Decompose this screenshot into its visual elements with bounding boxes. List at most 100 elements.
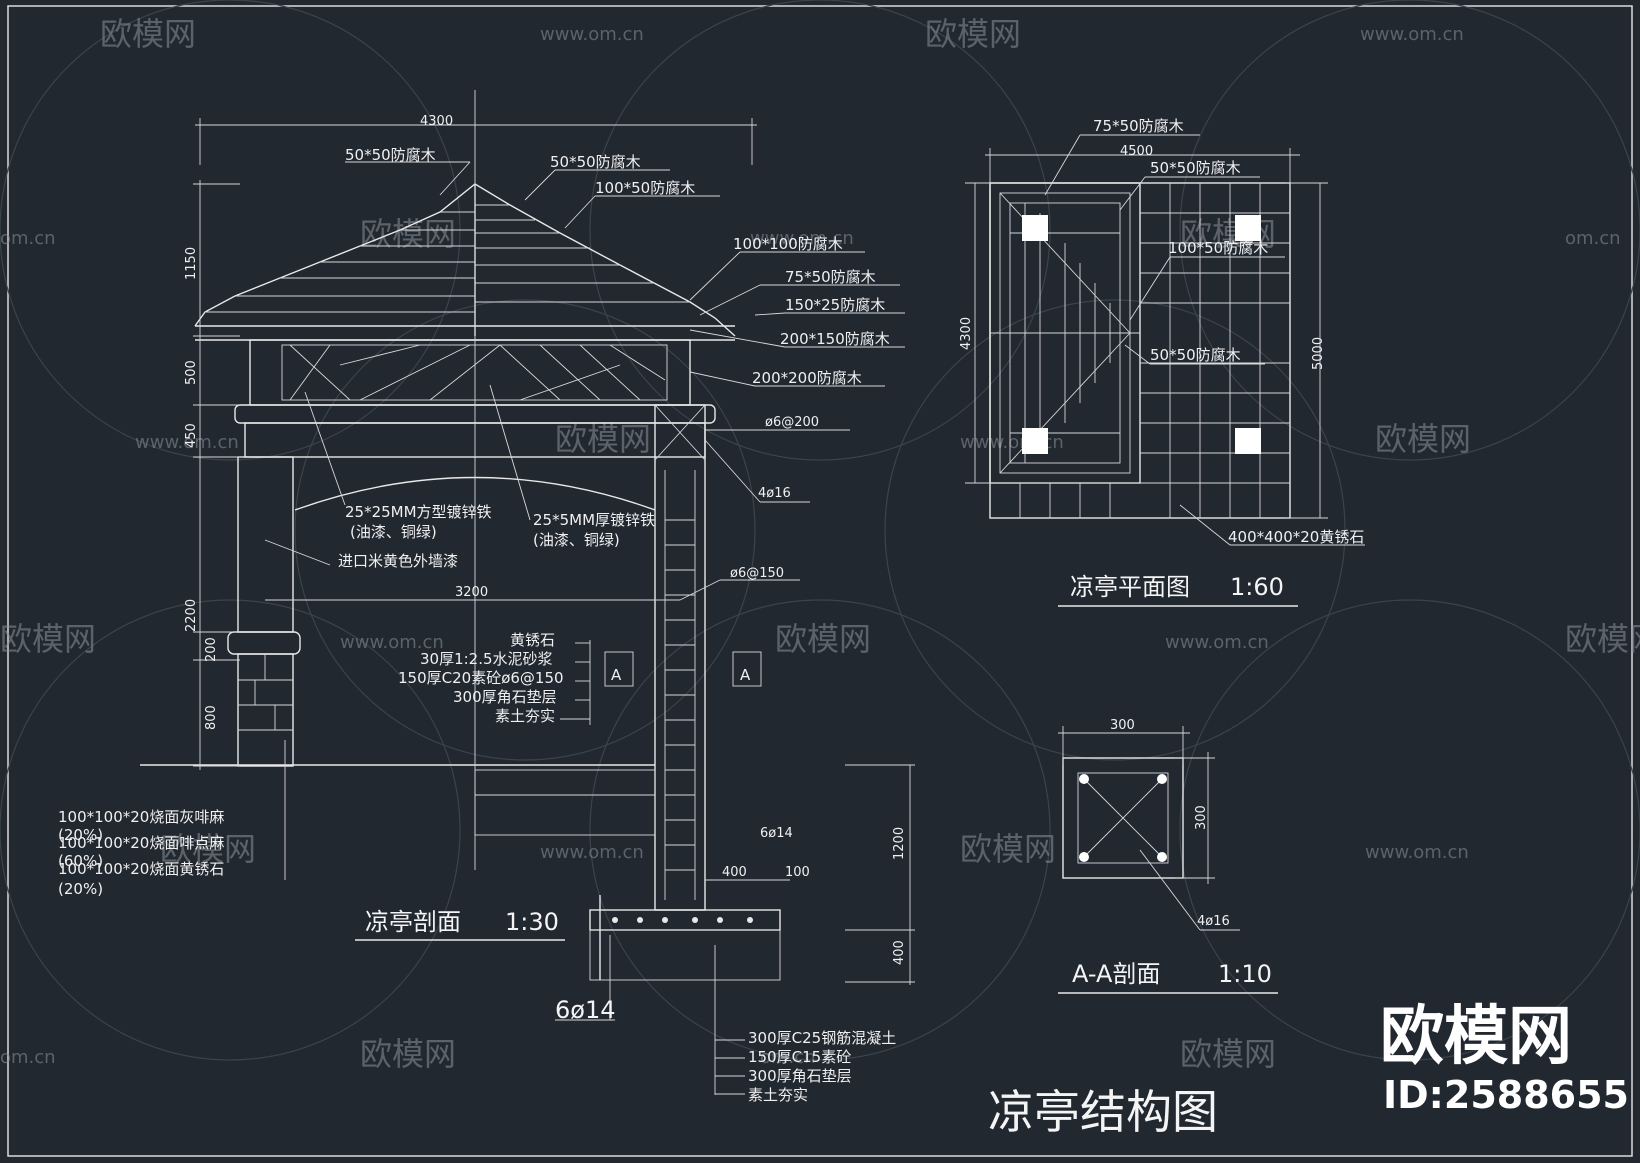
floor-slab [474,769,656,796]
lattice-pattern [289,344,666,401]
floor-layer-4: 300厚角石垫层 [453,688,557,706]
watermark-brand: 欧模网 [960,830,1056,868]
lattice-panel [281,344,668,401]
section-view: 4300 1150 500 450 2200 200 800 3200 1200… [58,90,915,1104]
sheet-border [7,5,1633,1157]
section-scale: 1:30 [505,908,559,936]
watermark-url: om.cn [0,228,56,249]
tile-note-3: 100*100*20烧面黄锈石 [58,860,224,878]
brand-logo: 欧模网 [1380,1000,1572,1074]
watermark-brand: 欧模网 [160,830,256,868]
watermark-url: om.cn [1565,228,1621,249]
label-iron-bar: 25*25MM方型镀锌铁 [345,503,492,521]
tile-note-1-pct: (20%) [58,826,103,844]
watermark-brand: 欧模网 [360,215,456,253]
watermarks: 欧模网 www.om.cn 欧模网 www.om.cn om.cn 欧模网 ww… [0,15,1640,1073]
dim-4300: 4300 [420,114,453,129]
plan-label-50x50-a: 50*50防腐木 [1150,159,1241,177]
dim-3200: 3200 [455,585,488,600]
tile-note-3-pct: (20%) [58,880,103,898]
watermark-brand: 欧模网 [925,15,1021,53]
footing-bars [612,917,753,923]
dim-1150: 1150 [184,247,199,280]
tile-note-1: 100*100*20烧面灰啡麻 [58,808,224,826]
label-iron-bar-finish: (油漆、铜绿) [350,523,437,541]
roof-shingles [205,204,690,313]
section-leaders [264,161,905,1095]
dim-400: 400 [892,940,907,965]
label-75x50: 75*50防腐木 [785,268,876,286]
watermark-url: www.om.cn [540,24,644,45]
cut-mark-box [732,651,762,687]
watermark-brand: 欧模网 [100,15,196,53]
label-rebar-4-16: 4ø16 [758,486,791,501]
label-wall-paint: 进口米黄色外墙漆 [338,552,458,570]
label-150x25: 150*25防腐木 [785,296,885,314]
detail-rebar-label: 4ø16 [1197,914,1230,929]
plan-label-paving: 400*400*20黄锈石 [1228,528,1364,546]
watermark-brand: 欧模网 [1565,620,1640,658]
watermark-url: www.om.cn [340,632,444,653]
watermark-url: www.om.cn [960,432,1064,453]
watermark-url: om.cn [0,1047,56,1068]
watermark-brand: 欧模网 [1180,1035,1276,1073]
cut-mark-left: A [611,666,622,684]
label-200x200: 200*200防腐木 [752,369,862,387]
footing-layer-3: 300厚角石垫层 [748,1067,852,1085]
dim-450: 450 [184,423,199,448]
label-rebar-6-200: ø6@200 [765,415,819,430]
plan-dimensions [965,134,1365,546]
label-iron-strip: 25*5MM厚镀锌铁 [533,511,655,529]
watermark-brand: 欧模网 [775,620,871,658]
left-column [237,456,294,633]
rebar-stirrups [664,470,696,900]
roof-plan-rafters [990,192,1140,474]
footing-bar-label: 6ø14 [555,996,616,1024]
footing-layer-1: 300厚C25钢筋混凝土 [748,1029,896,1047]
sheet-title: 凉亭结构图 [988,1085,1218,1139]
dim-800: 800 [204,705,219,730]
watermark-arcs [0,0,1640,1061]
watermark-url: www.om.cn [135,432,239,453]
label-roof-50x50-a: 50*50防腐木 [345,146,436,164]
plinth-stones [238,654,293,731]
label-100x100: 100*100防腐木 [733,235,843,253]
plan-label-100x50: 100*50防腐木 [1168,239,1268,257]
plan-title: 凉亭平面图 [1070,573,1190,601]
section-title: 凉亭剖面 [365,908,461,936]
label-roof-50x50-b: 50*50防腐木 [550,153,641,171]
floor-layer-5: 素土夯实 [495,707,555,725]
label-roof-100x50: 100*50防腐木 [595,179,695,197]
floor-layer-1: 黄锈石 [510,631,555,649]
watermark-url: www.om.cn [1165,632,1269,653]
gravel-bed [474,794,656,836]
label-rebar-6-150: ø6@150 [730,566,784,581]
dim-500: 500 [184,360,199,385]
label-rebar-6-14: 6ø14 [760,826,793,841]
column-base-moulding [227,631,301,655]
watermark-brand: 欧模网 [360,1035,456,1073]
watermark-url: www.om.cn [750,228,854,249]
plan-label-50x50-b: 50*50防腐木 [1150,346,1241,364]
detail-view: 300 300 4ø16 A-A剖面 1:10 [1058,718,1278,994]
label-200x150: 200*150防腐木 [780,330,890,348]
right-column-section [654,404,706,911]
watermark-url: www.om.cn [540,842,644,863]
watermark-url: om.cn [760,1047,816,1068]
plan-columns [1022,215,1261,454]
roof-outline [194,183,736,337]
dim-100: 100 [785,865,810,880]
detail-title: A-A剖面 [1072,960,1160,988]
detail-stirrup [1077,772,1169,864]
dim-1200: 1200 [892,827,907,860]
cut-mark-right: A [740,666,751,684]
footing-layer-2: 150厚C15素砼 [748,1048,851,1066]
footing-base [589,929,781,981]
detail-dimensions [1058,726,1240,931]
dim-200: 200 [204,637,219,662]
column-plinth [237,653,294,767]
tile-note-2: 100*100*20烧面啡点麻 [58,834,224,852]
brand-id: ID:2588655 [1383,1073,1629,1117]
watermark-brand: 欧模网 [1375,420,1471,458]
